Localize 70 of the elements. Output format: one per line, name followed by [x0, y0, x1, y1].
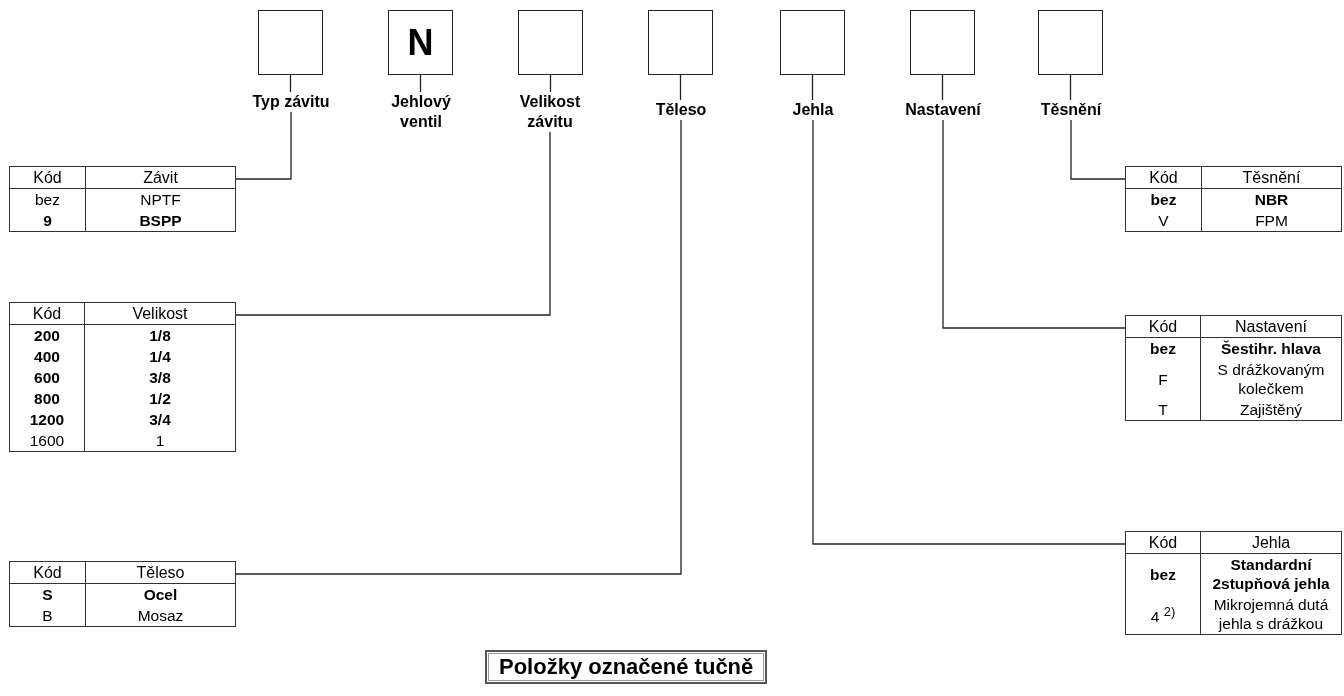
table-cell: 3/8 — [84, 367, 236, 388]
table-cell: 200 — [9, 324, 85, 346]
column-header: Velikost — [84, 302, 236, 325]
table-cell: NPTF — [85, 188, 236, 210]
table-cell: 400 — [9, 346, 85, 367]
code-table — [1125, 531, 1342, 635]
table-cell: F — [1125, 359, 1201, 399]
table-cell: S — [9, 583, 86, 605]
connector-line — [812, 119, 1126, 545]
table-cell: Šestihr. hlava — [1200, 337, 1342, 359]
table-cell: Standardní 2stupňová jehla — [1200, 553, 1342, 594]
column-header: Závit — [85, 166, 236, 189]
table-cell: 1600 — [9, 430, 85, 452]
column-header: Nastavení — [1200, 315, 1342, 338]
table-cell: 600 — [9, 367, 85, 388]
table-cell: 1200 — [9, 409, 85, 430]
connector-line — [235, 131, 551, 316]
code-box — [780, 10, 845, 75]
table-cell: 4 $^{2)}$ — [1125, 594, 1201, 635]
table-cell: bez — [1125, 553, 1201, 594]
table-cell: BSPP — [85, 210, 236, 232]
connector-line — [679, 74, 682, 101]
column-header: Těsnění — [1201, 166, 1342, 189]
code-table — [1125, 166, 1342, 232]
code-box — [518, 10, 583, 75]
table-cell: S drážkovaným kolečkem — [1200, 359, 1342, 399]
table-cell: 1/8 — [84, 324, 236, 346]
code-box — [648, 10, 713, 75]
note-box: Položky označené tučně — [485, 650, 768, 684]
column-header: Kód — [9, 561, 86, 584]
connector-line — [1069, 74, 1072, 101]
table-cell: bez — [1125, 337, 1201, 359]
connector-line — [1070, 119, 1126, 180]
table-cell: bez — [1125, 188, 1202, 210]
code-box — [258, 10, 323, 75]
table-cell: NBR — [1201, 188, 1342, 210]
column-header: Kód — [1125, 166, 1202, 189]
table-cell: Mikrojemná dutá jehla s drážkou — [1200, 594, 1342, 635]
table-cell: 1/4 — [84, 346, 236, 367]
table-cell: 3/4 — [84, 409, 236, 430]
column-header: Jehla — [1200, 531, 1342, 554]
table-cell: T — [1125, 399, 1201, 421]
connector-line — [941, 74, 944, 101]
code-table — [9, 302, 236, 452]
table-cell: V — [1125, 210, 1202, 232]
table-cell: 1 — [84, 430, 236, 452]
table-cell: 800 — [9, 388, 85, 409]
table-cell: B — [9, 605, 86, 627]
code-table — [9, 166, 236, 232]
code-table — [9, 561, 236, 627]
column-header: Kód — [9, 166, 86, 189]
code-box — [1038, 10, 1103, 75]
table-cell: Ocel — [85, 583, 236, 605]
column-header: Těleso — [85, 561, 236, 584]
table-cell: Mosaz — [85, 605, 236, 627]
column-header: Kód — [1125, 315, 1201, 338]
table-cell: Zajištěný — [1200, 399, 1342, 421]
table-cell: FPM — [1201, 210, 1342, 232]
code-box — [910, 10, 975, 75]
connector-line — [942, 119, 1126, 329]
code-box: N — [388, 10, 453, 75]
table-cell: 1/2 — [84, 388, 236, 409]
connector-line — [235, 119, 682, 575]
table-cell: bez — [9, 188, 86, 210]
connector-line — [235, 111, 292, 180]
column-header: Kód — [9, 302, 85, 325]
code-table — [1125, 315, 1342, 421]
table-cell: 9 — [9, 210, 86, 232]
connector-line — [811, 74, 814, 101]
column-header: Kód — [1125, 531, 1201, 554]
